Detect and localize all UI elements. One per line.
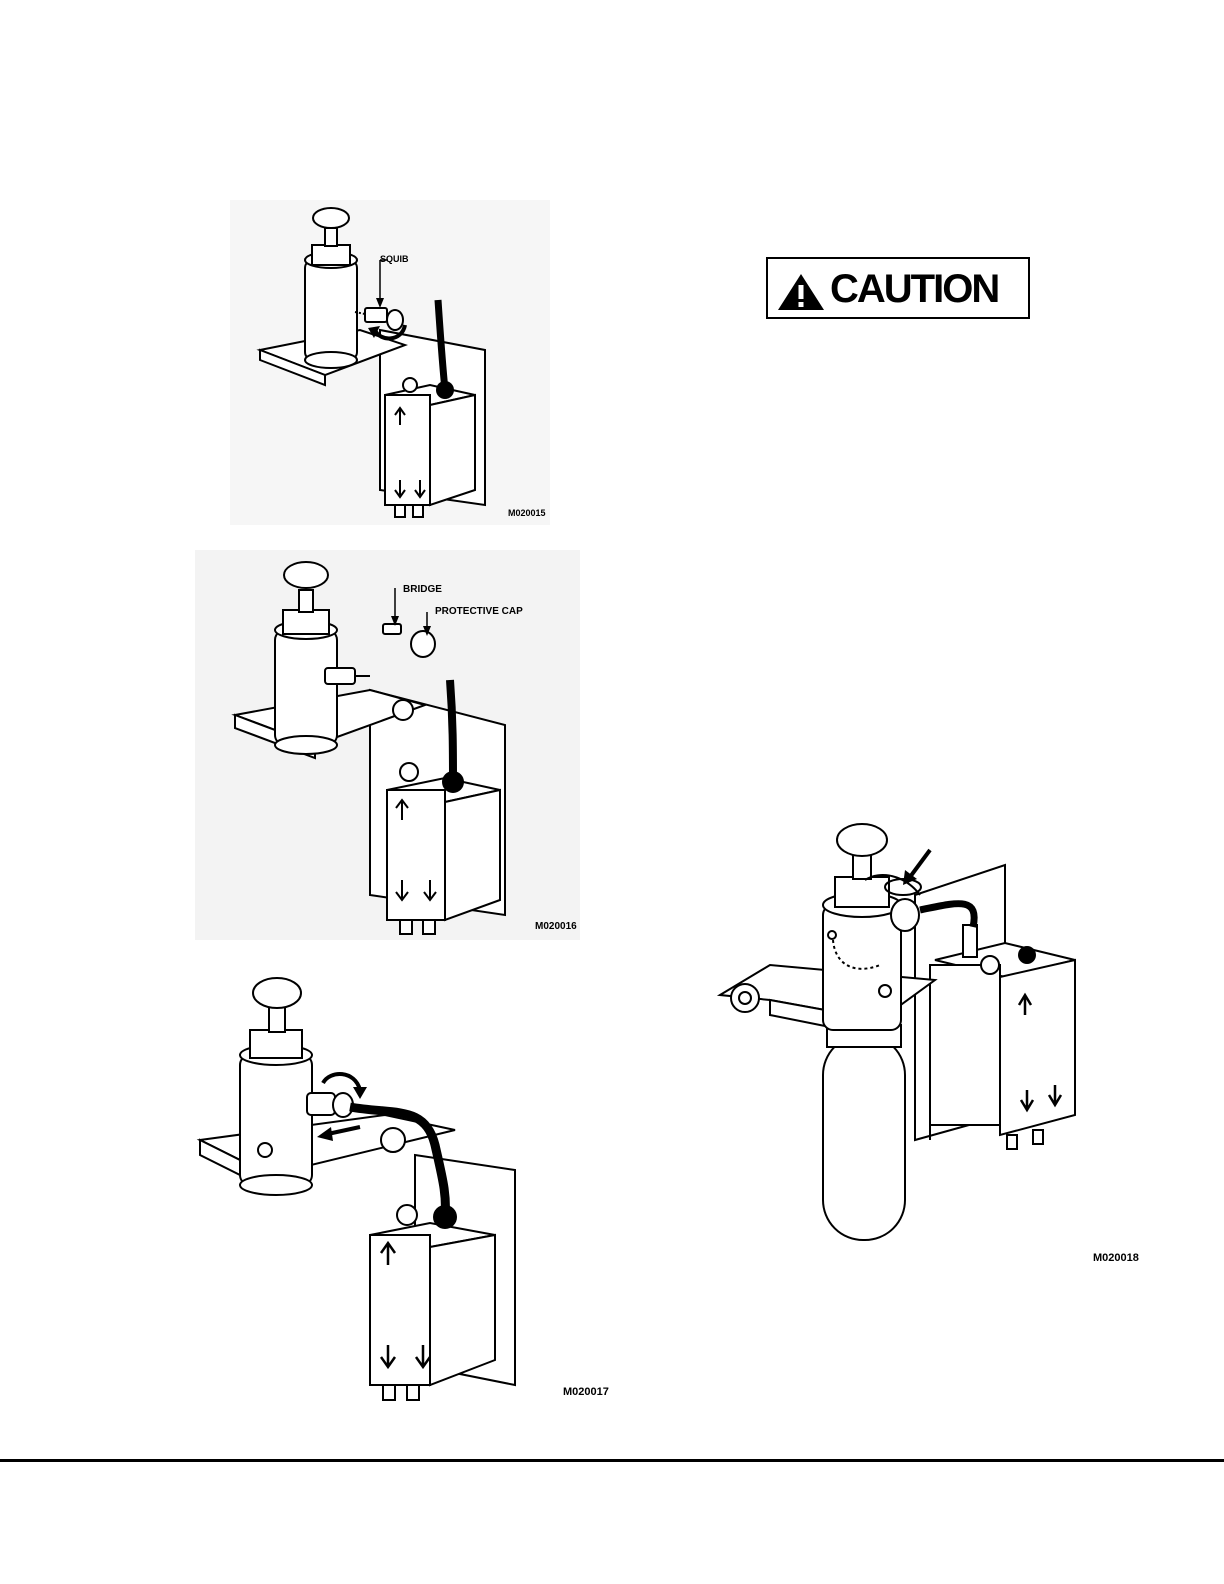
callout-bridge: BRIDGE xyxy=(403,584,442,595)
figure-code: M020017 xyxy=(563,1386,609,1398)
figure-squib-install: SQUIB M020015 xyxy=(230,200,550,525)
caution-label: CAUTION xyxy=(766,257,1030,319)
callout-protective-cap: PROTECTIVE CAP xyxy=(435,606,523,617)
caution-text: CAUTION xyxy=(830,267,998,311)
figure-code: M020018 xyxy=(1093,1252,1139,1264)
figure-assembled-unit: M020018 xyxy=(715,815,1155,1265)
figure-bridge-cap: BRIDGE PROTECTIVE CAP M020016 xyxy=(195,550,580,940)
warning-triangle-icon xyxy=(777,273,825,311)
figure-code: M020016 xyxy=(535,921,577,932)
page-divider xyxy=(0,1459,1224,1462)
figure-code: M020015 xyxy=(508,508,546,518)
assembled-unit-illustration xyxy=(715,815,1155,1265)
squib-install-illustration xyxy=(230,200,550,525)
cable-connect-illustration xyxy=(195,965,615,1405)
figure-cable-connect: M020017 xyxy=(195,965,615,1405)
callout-squib: SQUIB xyxy=(380,254,409,264)
